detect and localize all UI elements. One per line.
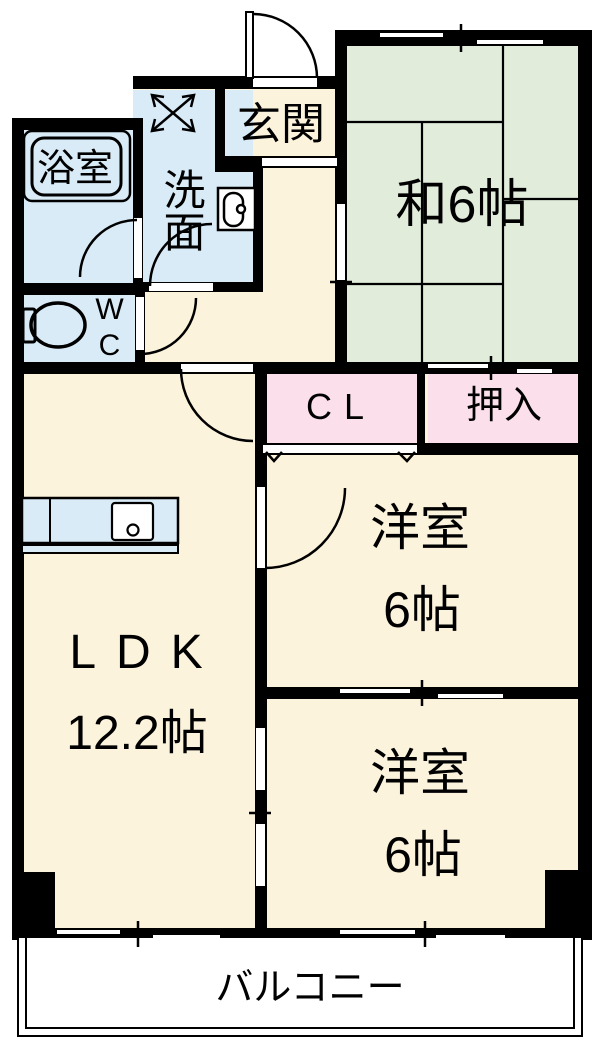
washitsu-sliding-door: [337, 204, 345, 280]
entrance-threshold: [253, 78, 317, 87]
entrance-door: [245, 11, 319, 79]
wall-genkan-senmen-divider: [215, 88, 225, 158]
label-washitsu: 和6帖: [395, 176, 529, 234]
label-oshiire: 押入: [465, 385, 543, 427]
room-yoshitsu-lower: [265, 699, 578, 928]
wall-closet-top: [255, 362, 578, 374]
wall-cl-oshiire-divider: [417, 362, 425, 453]
yoshitsu-divider-slide-b: [438, 694, 503, 698]
label-bathroom: 浴室: [36, 148, 114, 190]
label-wc: WC: [93, 293, 126, 365]
wall-bathroom-bottom: [12, 283, 145, 295]
pillar-bottom-right: [545, 870, 592, 940]
wc-door-gap: [136, 297, 144, 350]
balcony: [17, 938, 583, 1037]
wall-bathroom-right: [133, 118, 143, 290]
room-oshiire: [428, 374, 578, 443]
oshiire-slide-b: [517, 369, 552, 373]
ldk-yoshitsu-slide-a: [256, 728, 265, 790]
label-genkan: 玄関: [237, 100, 325, 149]
room-washitsu: [347, 46, 578, 363]
washitsu-window-b: [477, 40, 543, 44]
label-balcony: バルコニー: [215, 967, 405, 1009]
label-yoshitsu-lower: 洋室: [370, 745, 470, 801]
label-ldk: LDK: [69, 626, 223, 679]
label-yoshitsu-lower-size: 6帖: [384, 827, 462, 883]
wall-senmen-right: [253, 161, 263, 290]
wall-washitsu-top: [335, 30, 592, 46]
label-yoshitsu-upper: 洋室: [370, 500, 470, 556]
room-yoshitsu-upper: [265, 453, 578, 687]
wall-outer-left: [12, 118, 24, 940]
oshiire-slide-a: [428, 364, 488, 368]
bathroom-door-gap: [134, 218, 142, 278]
ldk-door-gap: [181, 364, 253, 372]
label-yoshitsu-upper-size: 6帖: [383, 582, 461, 638]
yoshitsu-balcony-window-a: [340, 930, 415, 934]
wall-genkan-bottom: [215, 156, 262, 172]
washitsu-window-a: [380, 33, 443, 37]
label-cl: CL: [305, 386, 377, 427]
yoshitsu-divider-slide-a: [340, 689, 410, 693]
ldk-yoshitsu-slide-b: [256, 824, 265, 886]
wall-bathroom-top: [12, 118, 143, 130]
pillar-bottom-left: [12, 872, 55, 940]
wall-yoshitsu-divider: [265, 687, 578, 699]
genkan-step: [262, 156, 337, 168]
senmen-door-gap: [149, 283, 213, 291]
label-senmen: 洗面: [158, 168, 205, 252]
wall-outer-right: [578, 30, 592, 940]
cl-folding-door-strip: [263, 443, 417, 455]
yoshitsu-upper-door-gap: [257, 487, 265, 568]
room-cl: [265, 372, 417, 443]
ldk-balcony-window-a: [57, 930, 120, 934]
wall-oshiire-bottom: [417, 443, 578, 455]
label-ldk-size: 12.2帖: [66, 707, 208, 760]
ldk-balcony-window-b: [153, 935, 220, 939]
balcony-inner-rail: [25, 938, 575, 1029]
yoshitsu-balcony-window-b: [436, 935, 505, 939]
